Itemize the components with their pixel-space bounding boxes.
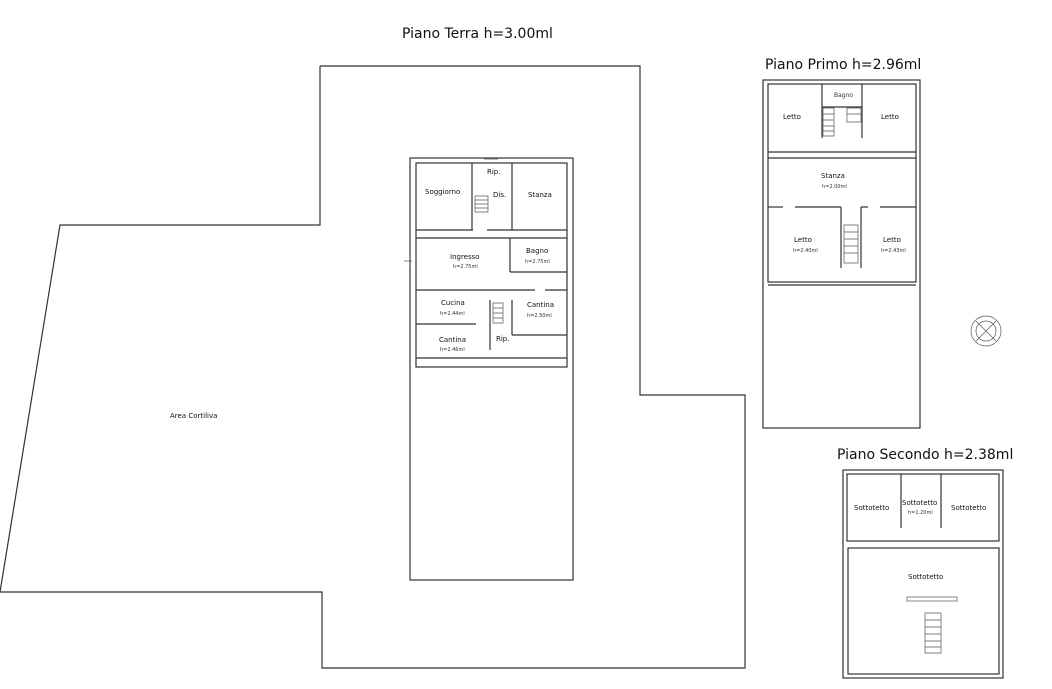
room-height: h=2.44ml <box>440 311 465 317</box>
courtyard-label: Area Cortiliva <box>170 412 217 420</box>
room-label: Sottotetto <box>908 573 943 581</box>
room-label: Cantina <box>439 336 466 344</box>
room-label: Rip. <box>487 168 500 176</box>
room-label: Sottotetto <box>854 504 889 512</box>
ground-floor-plan <box>404 157 574 581</box>
room-label: Bagno <box>834 92 853 99</box>
room-label: Ingresso <box>450 253 480 261</box>
room-label: Stanza <box>528 191 552 199</box>
room-height: h=2.40ml <box>793 248 818 254</box>
room-label: Cucina <box>441 299 465 307</box>
room-height: h=1.20ml <box>908 510 933 516</box>
second-floor-plan <box>842 469 1004 679</box>
room-label: Bagno <box>526 247 548 255</box>
room-label: Letto <box>794 236 812 244</box>
room-label: Dis. <box>493 191 506 199</box>
room-label: Letto <box>881 113 899 121</box>
room-height: h=2.75ml <box>525 259 550 265</box>
room-height: h=2.75ml <box>453 264 478 270</box>
room-label: Stanza <box>821 172 845 180</box>
room-height: h=2.00ml <box>822 184 847 190</box>
ground-floor-title: Piano Terra h=3.00ml <box>402 26 553 42</box>
room-label: Sottotetto <box>902 499 937 507</box>
room-label: Rip. <box>496 335 509 343</box>
room-label: Letto <box>783 113 801 121</box>
second-floor-title: Piano Secondo h=2.38ml <box>837 447 1013 463</box>
room-label: Letto <box>883 236 901 244</box>
room-height: h=2.43ml <box>881 248 906 254</box>
compass-icon <box>970 315 1002 347</box>
room-height: h=2.46ml <box>440 347 465 353</box>
room-height: h=2.50ml <box>527 313 552 319</box>
room-label: Cantina <box>527 301 554 309</box>
courtyard-boundary <box>0 65 746 669</box>
first-floor-plan <box>762 79 921 429</box>
first-floor-title: Piano Primo h=2.96ml <box>765 57 921 73</box>
room-label: Soggiorno <box>425 188 460 196</box>
room-label: Sottotetto <box>951 504 986 512</box>
